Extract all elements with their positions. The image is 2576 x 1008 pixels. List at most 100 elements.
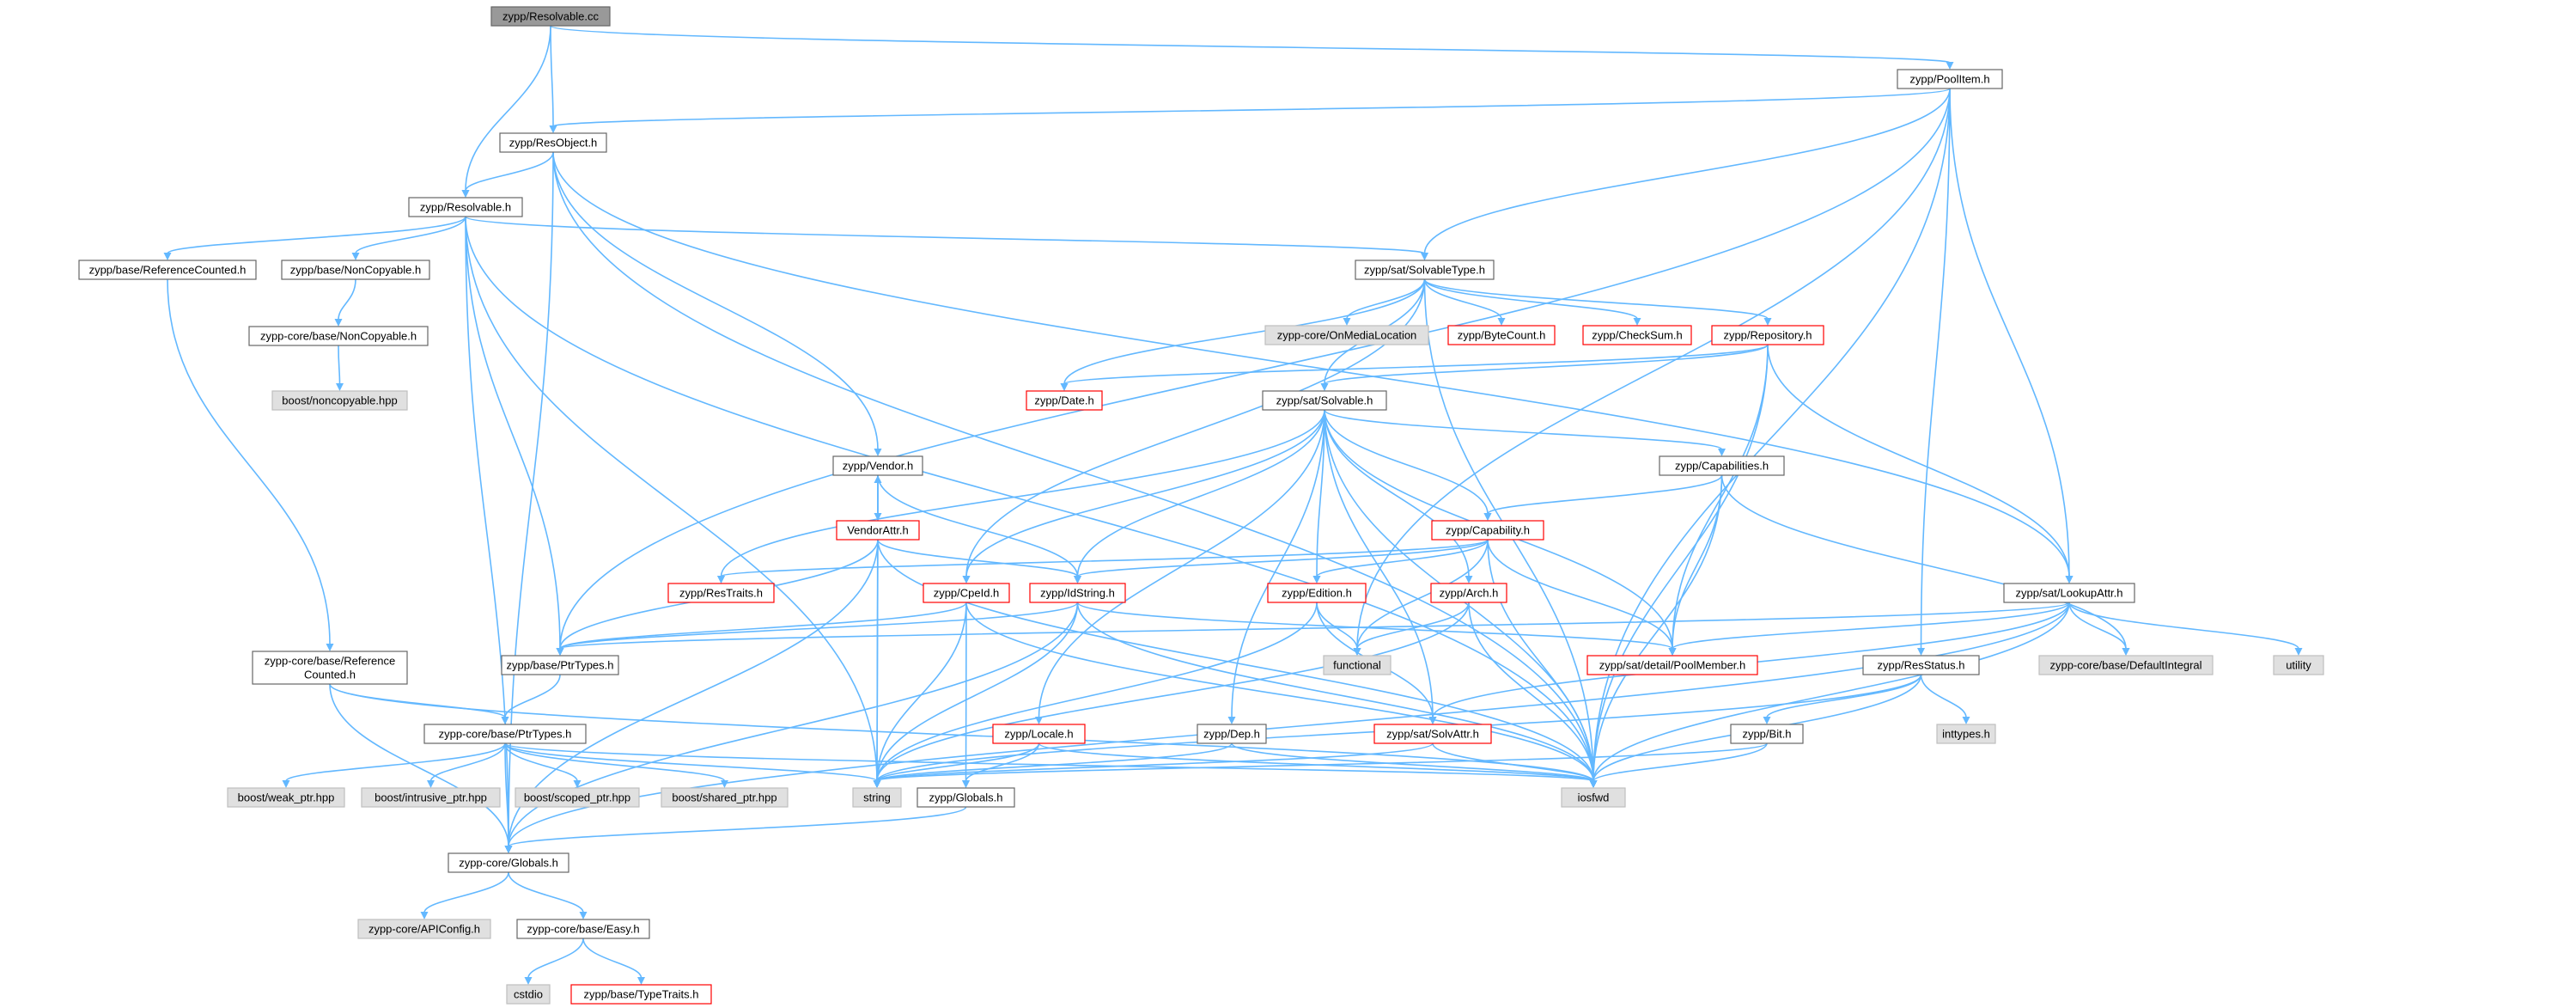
edge-capability-to-functional (1356, 539, 1489, 650)
node-cpeid[interactable]: zypp/CpeId.h (923, 583, 1010, 603)
node-noncopyable[interactable]: zypp/base/NonCopyable.h (281, 260, 430, 280)
node-box (1586, 655, 1758, 675)
edge-bit-to-iosfwd (1592, 742, 1768, 782)
node-locale[interactable]: zypp/Locale.h (992, 724, 1086, 744)
node-label: boost/shared_ptr.hpp (672, 791, 776, 804)
node-lookupattr[interactable]: zypp/sat/LookupAttr.h (2003, 583, 2135, 603)
node-weak-ptr: boost/weak_ptr.hpp (227, 787, 345, 808)
node-label: zypp/base/PtrTypes.h (506, 659, 613, 672)
edge-capabilities-to-capability (1487, 474, 1723, 515)
edge-arch-to-iosfwd (1468, 602, 1594, 782)
node-resobject[interactable]: zypp/ResObject.h (499, 132, 607, 153)
node-label: zypp/sat/LookupAttr.h (2015, 587, 2122, 600)
edge-arrowhead (637, 977, 645, 985)
node-box (516, 919, 650, 939)
node-label: boost/weak_ptr.hpp (238, 791, 335, 804)
node-capabilities[interactable]: zypp/Capabilities.h (1659, 455, 1785, 476)
node-label: zypp/Resolvable.h (420, 201, 511, 214)
edge-cpeid-to-string (876, 602, 967, 782)
node-label: zypp/CpeId.h (934, 587, 1000, 600)
node-idstring[interactable]: zypp/IdString.h (1029, 583, 1126, 603)
node-box (923, 583, 1010, 603)
node-bit[interactable]: zypp/Bit.h (1730, 724, 1804, 744)
node-box (2003, 583, 2135, 603)
edge-resolvable_h-to-string (465, 216, 878, 782)
edge-core_refcounted-to-core_globals (329, 683, 509, 847)
node-dep[interactable]: zypp/Dep.h (1197, 724, 1267, 744)
node-arch[interactable]: zypp/Arch.h (1430, 583, 1507, 603)
node-poolitem[interactable]: zypp/PoolItem.h (1897, 69, 2003, 89)
node-resolvable-h[interactable]: zypp/Resolvable.h (408, 197, 523, 217)
node-bytecount[interactable]: zypp/ByteCount.h (1447, 325, 1556, 345)
edge-arrowhead (874, 475, 882, 483)
edge-bit-to-string (876, 742, 1768, 782)
edge-solvabletype-to-repository (1423, 278, 1769, 320)
edge-solvable-to-restraits (720, 409, 1325, 577)
edge-arrowhead (2065, 576, 2074, 583)
edge-arrowhead (1074, 576, 1081, 583)
node-poolmember[interactable]: zypp/sat/detail/PoolMember.h (1586, 655, 1758, 675)
node-label: boost/intrusive_ptr.hpp (375, 791, 487, 804)
node-core-refcounted[interactable]: zypp-core/base/ReferenceCounted.h (252, 651, 408, 685)
edge-arrowhead (1917, 648, 1925, 656)
node-base-ptrtypes[interactable]: zypp/base/PtrTypes.h (501, 655, 619, 675)
node-solvattr[interactable]: zypp/sat/SolvAttr.h (1373, 724, 1492, 744)
edge-core_ptrtypes-to-core_globals (504, 742, 509, 847)
edge-arrowhead (334, 319, 343, 327)
node-box (852, 787, 902, 808)
node-refcounted[interactable]: zypp/base/ReferenceCounted.h (78, 260, 257, 280)
node-core-ptrtypes[interactable]: zypp-core/base/PtrTypes.h (423, 724, 587, 744)
node-box (501, 655, 619, 675)
node-capability[interactable]: zypp/Capability.h (1431, 520, 1544, 541)
node-box (1936, 724, 1996, 744)
node-vendorattr[interactable]: VendorAttr.h (836, 520, 920, 541)
node-label: zypp/PoolItem.h (1909, 73, 1989, 86)
edge-resolvable_h-to-noncopyable (355, 216, 466, 254)
node-checksum[interactable]: zypp/CheckSum.h (1582, 325, 1692, 345)
edge-lookupattr-to-poolmember (1672, 602, 2070, 650)
edge-vendorattr-to-idstring (877, 539, 1079, 577)
node-label: zypp/Locale.h (1004, 728, 1073, 741)
node-solvabletype[interactable]: zypp/sat/SolvableType.h (1355, 260, 1495, 280)
node-edition[interactable]: zypp/Edition.h (1267, 583, 1367, 603)
node-vendor[interactable]: zypp/Vendor.h (832, 455, 923, 476)
edge-solvable-to-dep (1231, 409, 1325, 718)
node-resolvable-cc[interactable]: zypp/Resolvable.cc (490, 6, 611, 27)
edge-repository-to-date (1063, 344, 1769, 385)
node-utility: utility (2273, 655, 2324, 675)
node-solvable[interactable]: zypp/sat/Solvable.h (1262, 390, 1387, 411)
node-repository[interactable]: zypp/Repository.h (1711, 325, 1824, 345)
node-globals[interactable]: zypp/Globals.h (917, 787, 1015, 808)
node-box (1373, 724, 1492, 744)
node-easy[interactable]: zypp-core/base/Easy.h (516, 919, 650, 939)
node-label: zypp/sat/SolvableType.h (1364, 264, 1485, 277)
edge-noncopyable-to-core_noncopyable (338, 278, 356, 321)
edge-resolvable_cc-to-resolvable_h (465, 25, 551, 192)
edge-lookupattr-to-utility (2068, 602, 2299, 650)
node-core-noncopyable[interactable]: zypp-core/base/NonCopyable.h (248, 326, 429, 346)
edge-arrowhead (420, 912, 429, 919)
node-box (1355, 260, 1495, 280)
node-typetraits[interactable]: zypp/base/TypeTraits.h (570, 984, 712, 1005)
edge-repository-to-iosfwd (1592, 344, 1769, 782)
node-functional: functional (1323, 655, 1392, 675)
edge-arrowhead (326, 644, 334, 651)
node-date[interactable]: zypp/Date.h (1026, 390, 1103, 411)
node-restraits[interactable]: zypp/ResTraits.h (667, 583, 775, 603)
node-box (1561, 787, 1626, 808)
edge-globals-to-core_globals (508, 806, 967, 847)
node-label: zypp/Vendor.h (843, 460, 913, 473)
node-box (281, 260, 430, 280)
node-label: VendorAttr.h (847, 524, 909, 537)
node-resstatus[interactable]: zypp/ResStatus.h (1862, 655, 1980, 675)
edge-arrowhead (1428, 717, 1437, 724)
node-core-globals[interactable]: zypp-core/Globals.h (448, 852, 569, 873)
edge-resobject-to-iosfwd (552, 151, 1594, 782)
edge-arrowhead (1483, 513, 1492, 521)
edge-arrowhead (1465, 576, 1473, 583)
node-box (271, 390, 408, 411)
edge-base_ptrtypes-to-core_ptrtypes (504, 674, 561, 718)
edge-resolvable_h-to-base_ptrtypes (465, 216, 561, 650)
edge-core_noncopyable-to-boost_noncopyable (338, 345, 341, 385)
node-label: zypp/Capability.h (1446, 524, 1530, 537)
